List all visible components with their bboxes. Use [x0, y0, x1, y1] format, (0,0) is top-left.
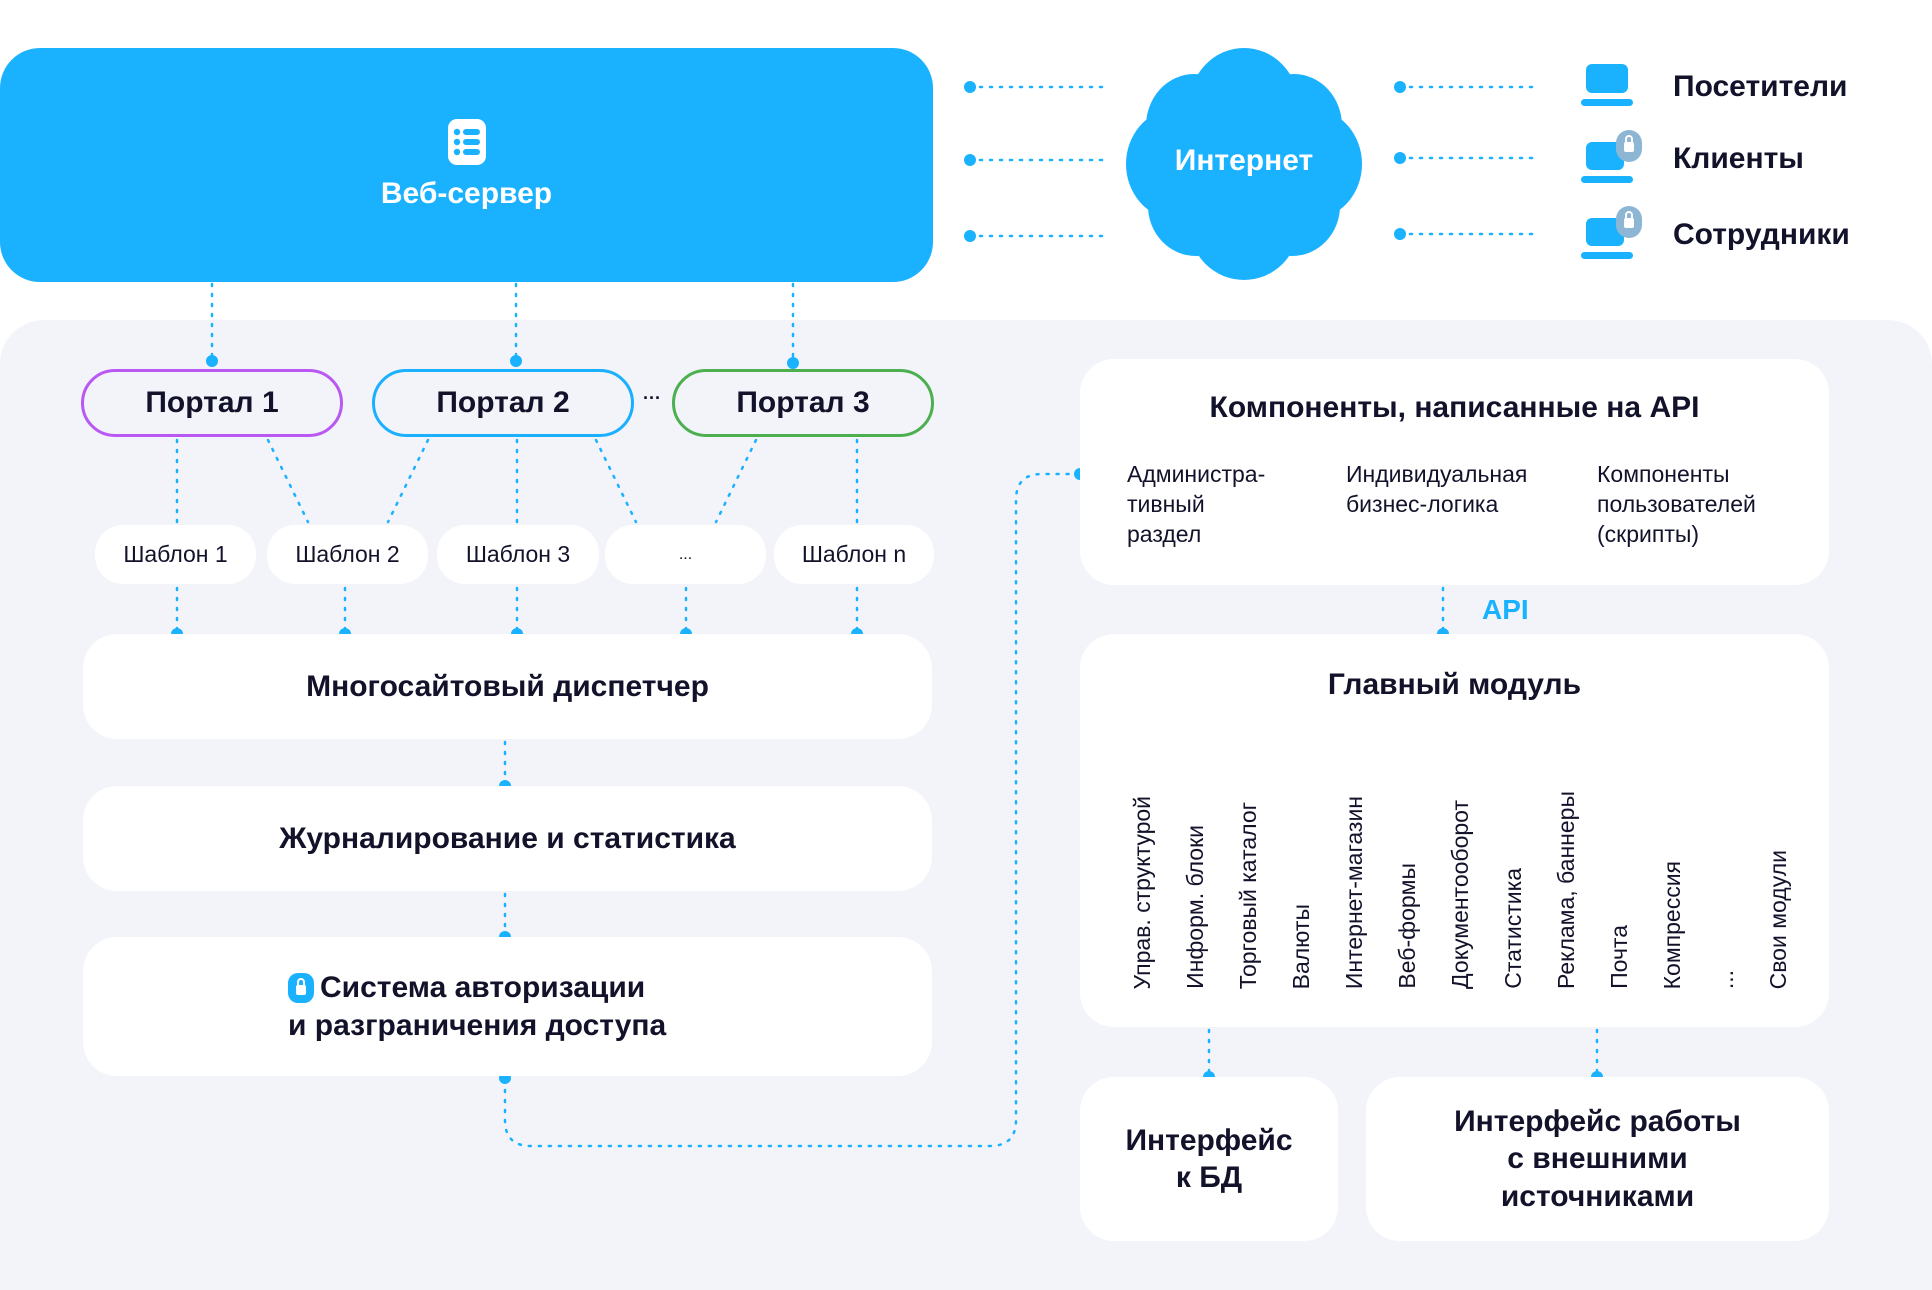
template-2: Шаблон 2	[267, 525, 428, 584]
module-eshop: Интернет-магазин	[1341, 795, 1367, 989]
template-3: Шаблон 3	[437, 525, 599, 584]
template-ellipsis: ...	[605, 525, 766, 584]
web-server-label: Веб-сервер	[380, 177, 553, 210]
module-ads: Реклама, баннеры	[1553, 791, 1579, 989]
module-ellipsis: ...	[1712, 969, 1738, 989]
auth-line-2: и разграничения доступа	[288, 1008, 667, 1042]
auth-line-1: Система авторизации	[320, 971, 646, 1004]
module-infoblocks: Информ. блоки	[1182, 825, 1208, 989]
auth-system: Система авторизации и разграничения дост…	[83, 937, 932, 1076]
db-interface: Интерфейс к БД	[1080, 1077, 1338, 1241]
laptop-icon	[1581, 64, 1633, 106]
external-interface: Интерфейс работы с внешними источниками	[1366, 1077, 1829, 1241]
module-workflow: Документооборот	[1447, 800, 1473, 989]
link-p1-t2	[266, 438, 310, 524]
main-module: Главный модуль Управ. структурой Информ.…	[1080, 634, 1829, 1027]
portal-ellipsis: ···	[643, 388, 661, 408]
connector-dot	[964, 81, 976, 93]
connector-dot	[1394, 228, 1406, 240]
portal-2: Портал 2	[372, 369, 634, 437]
db-interface-line-1: Интерфейс	[1125, 1123, 1293, 1157]
user-visitors: Посетители	[1673, 70, 1848, 103]
external-interface-line-3: источниками	[1500, 1179, 1695, 1213]
connector-dot	[1394, 81, 1406, 93]
module-custom: Свои модули	[1765, 849, 1791, 989]
connector-dot	[787, 357, 799, 369]
main-module-title: Главный модуль	[1327, 668, 1582, 701]
multisite-dispatcher: Многосайтовый диспетчер	[83, 634, 932, 739]
template-n: Шаблон n	[774, 525, 934, 584]
link-p2-t4	[594, 438, 638, 524]
user-clients: Клиенты	[1673, 142, 1804, 175]
portal-3: Портал 3	[672, 369, 934, 437]
logging-statistics-label: Журналирование и статистика	[279, 821, 736, 855]
user-staff: Сотрудники	[1673, 218, 1850, 251]
laptop-lock-icon	[1581, 130, 1642, 183]
api-components: Компоненты, написанные на API Администра…	[1080, 359, 1829, 585]
component-business-logic: Индивидуальная бизнес-логика	[1346, 461, 1528, 517]
module-webforms: Веб-формы	[1394, 863, 1420, 989]
web-server-box: Веб-сервер	[0, 48, 933, 282]
api-label: API	[1482, 594, 1529, 625]
external-interface-line-1: Интерфейс работы	[1454, 1104, 1741, 1138]
connector-dot	[1394, 152, 1406, 164]
laptop-lock-icon	[1581, 206, 1642, 259]
component-admin: Администра- тивный раздел	[1127, 461, 1266, 547]
module-statistics: Статистика	[1500, 868, 1526, 989]
module-structure: Управ. структурой	[1129, 795, 1155, 989]
connector-dot	[206, 355, 218, 367]
portal-1: Портал 1	[81, 369, 343, 437]
db-interface-line-2: к БД	[1175, 1161, 1243, 1194]
connector-dot	[964, 230, 976, 242]
logging-statistics: Журналирование и статистика	[83, 786, 932, 891]
module-currencies: Валюты	[1288, 903, 1314, 989]
module-compression: Компрессия	[1659, 860, 1685, 989]
connector-dot	[510, 355, 522, 367]
external-interface-line-2: с внешними	[1507, 1142, 1688, 1176]
internet-label: Интернет	[1174, 144, 1314, 177]
link-p3-t4	[714, 438, 758, 524]
api-components-title: Компоненты, написанные на API	[1209, 391, 1700, 424]
template-1: Шаблон 1	[95, 525, 256, 584]
connector-dot	[964, 154, 976, 166]
link-p2-t2	[386, 438, 430, 524]
server-icon	[447, 119, 486, 165]
link-auth-components	[503, 472, 1080, 1148]
module-catalog: Торговый каталог	[1235, 801, 1261, 989]
component-user-scripts: Компоненты пользователей (скрипты)	[1597, 461, 1756, 547]
lock-icon	[288, 972, 314, 1003]
cloud-icon	[1126, 48, 1362, 280]
multisite-dispatcher-label: Многосайтовый диспетчер	[306, 669, 709, 703]
module-mail: Почта	[1606, 925, 1632, 989]
